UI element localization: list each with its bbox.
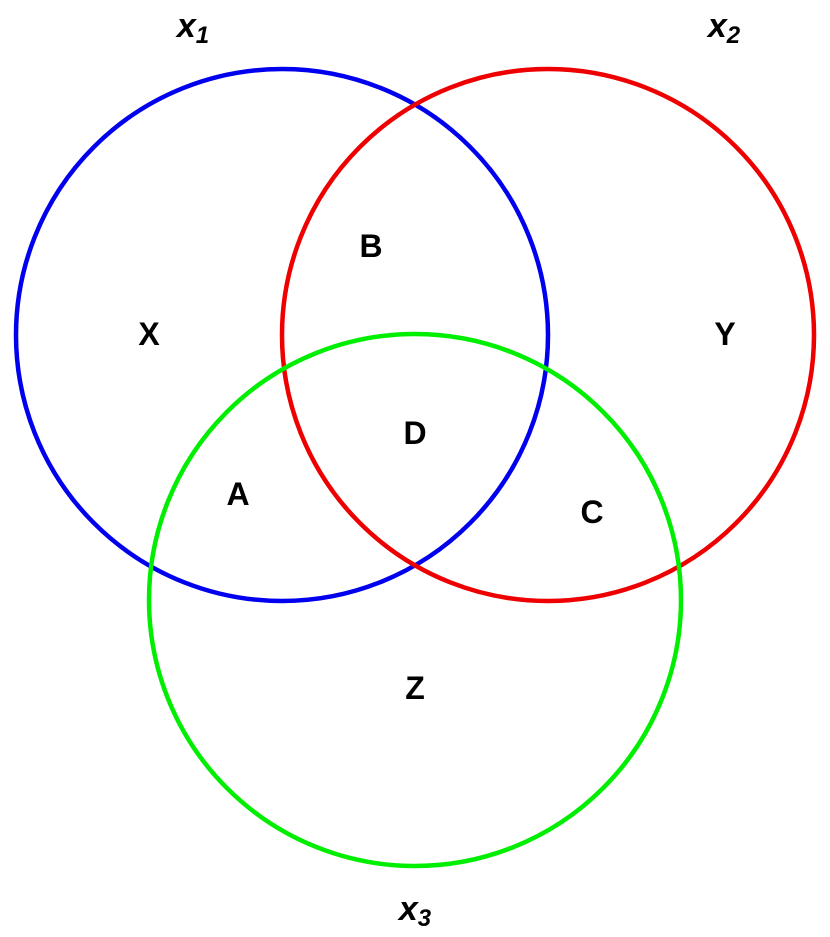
region-x1-x3-label: A <box>226 476 249 512</box>
region-x1-x2-label: B <box>359 228 382 264</box>
set-x2-label: x2 <box>706 7 741 49</box>
set-x3-label: x3 <box>397 890 432 932</box>
region-x3-only-label: Z <box>405 670 425 706</box>
set-x3-label-sub: 3 <box>418 905 432 932</box>
set-x3-label-base: x <box>397 890 420 928</box>
set-x1-label: x1 <box>175 7 209 49</box>
region-x2-x3-label: C <box>580 494 603 530</box>
set-x2-label-sub: 2 <box>726 22 741 49</box>
set-x1-label-base: x <box>175 7 198 45</box>
region-x1-x2-x3-label: D <box>403 415 426 451</box>
set-x1-label-sub: 1 <box>196 22 209 49</box>
set-x2-circle <box>279 66 817 604</box>
set-x2-label-base: x <box>706 7 729 45</box>
region-x2-only-label: Y <box>714 316 735 352</box>
set-x3-circle <box>146 331 684 869</box>
region-x1-only-label: X <box>138 316 160 352</box>
set-x1-circle <box>13 66 551 604</box>
